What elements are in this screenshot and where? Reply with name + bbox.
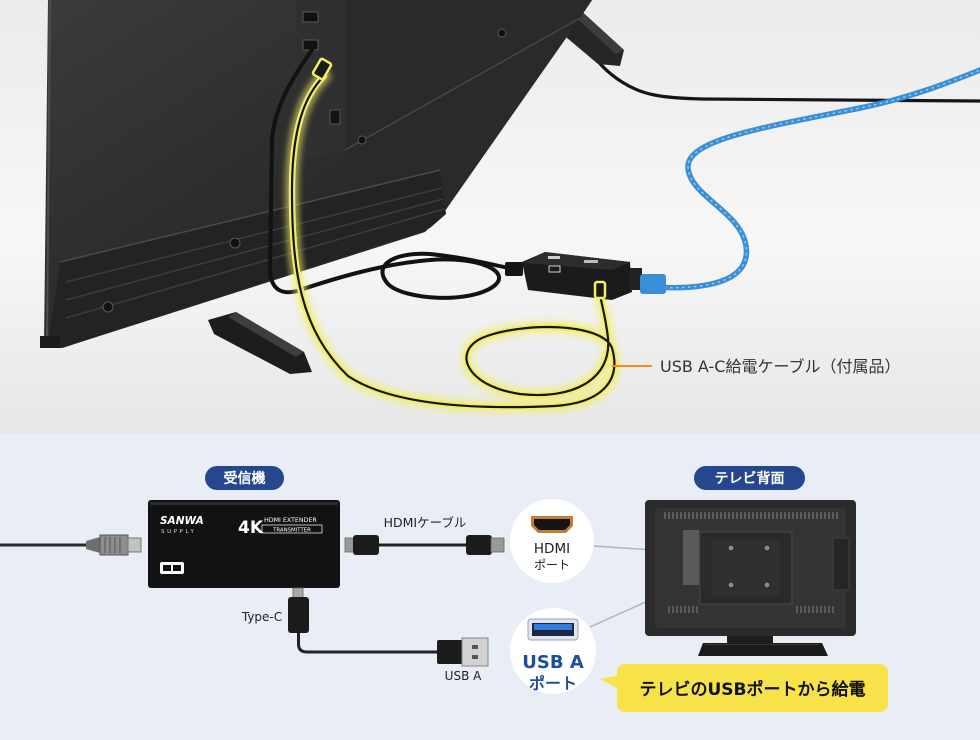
type-c-plug-body <box>288 597 309 633</box>
receiver-brand-top: SANWA <box>160 515 204 527</box>
receiver-tag <box>205 466 284 490</box>
tv-housing-edge <box>344 17 581 151</box>
tv-vesa-hole <box>763 581 771 589</box>
hdmi-port-label-1: HDMI <box>534 541 570 557</box>
tv-rear-tag <box>694 466 805 490</box>
usb-a-plug-hole <box>472 655 478 659</box>
lan-plug-photo <box>640 274 666 294</box>
hdmi-plug-photo <box>505 262 523 276</box>
hdmi-cable-label: HDMIケーブル <box>384 515 467 530</box>
tv-screw-hole <box>497 28 507 38</box>
tv-rear-housing <box>345 0 592 218</box>
receiver-indicator-icon-mark <box>173 565 181 571</box>
hdmi-plug-left-tip <box>344 537 355 553</box>
tv-bottom-shelf <box>48 170 446 348</box>
transmitter-model-mark <box>584 260 598 263</box>
usb-a-plug-photo <box>311 57 333 81</box>
rj45-connector <box>99 534 129 556</box>
tv-vesa-hole <box>727 544 735 552</box>
receiver-device: SANWA SUPPLY 4K HDMI EXTENDER TRANSMITTE… <box>148 500 340 588</box>
tv-shelf-ridge-2 <box>65 198 444 301</box>
usb-a-label: USB A <box>445 669 482 683</box>
lan-cable-photo-texture <box>651 69 980 289</box>
hdmi-plug-right-tip <box>490 537 505 553</box>
tv-vesa-hole <box>763 544 771 552</box>
usb-port-label-2: ポート <box>529 674 577 693</box>
power-callout-box <box>617 664 888 712</box>
tv-port-hdmi <box>302 11 319 23</box>
tv-screw-hole <box>229 237 241 249</box>
type-c-plug-tip <box>292 587 304 599</box>
receiver-indicator-icon-mark <box>163 565 171 571</box>
usb-power-cable <box>290 74 616 409</box>
tv-port-hdmi-2 <box>302 39 319 51</box>
receiver-product-name: HDMI EXTENDER <box>264 517 317 524</box>
receiver-brand-bottom: SUPPLY <box>161 529 196 535</box>
transmitter-indicator-mark <box>548 265 561 273</box>
type-c-label: Type-C <box>241 610 282 624</box>
usb-c-plug-photo <box>593 280 607 300</box>
power-callout-text: テレビのUSBポートから給電 <box>639 679 865 700</box>
tv-rear-side-bump <box>832 537 850 591</box>
hdmi-plug-left-body <box>353 535 379 555</box>
transmitter-photo <box>505 252 666 300</box>
hdmi-plug-right-body <box>466 535 492 555</box>
tv-rear-vent-bottom-left <box>668 606 700 613</box>
tv-rear-diagram <box>645 500 856 656</box>
tv-stand-neck <box>727 636 773 645</box>
usb-a-plug-tip <box>461 637 489 667</box>
tv-stand-foot-right-top <box>572 8 624 54</box>
usb-power-cable-line <box>297 633 438 654</box>
usb-a-port-icon-tongue <box>534 624 572 630</box>
product-photo: USB A-C給電ケーブル（付属品） <box>0 0 980 436</box>
tv-rear-tag-label: テレビ背面 <box>715 470 785 487</box>
tv-vesa-hole <box>727 581 735 589</box>
tv-shelf-top-edge <box>59 169 441 263</box>
tv-rear-vent-bottom-right <box>796 606 834 613</box>
receiver-resolution: 4K <box>238 518 264 538</box>
tv-stand-foot-left <box>208 312 312 374</box>
lan-connector-photo <box>630 268 642 290</box>
rj45-tip <box>127 537 142 553</box>
tv-port-av <box>329 109 341 125</box>
usb-cable-callout-label: USB A-C給電ケーブル（付属品） <box>660 357 901 376</box>
tv-shelf-ridge-1 <box>65 187 443 283</box>
tv-corner-foot <box>40 336 60 348</box>
tv-screw-hole <box>357 135 367 145</box>
receiver-tag-label: 受信機 <box>224 470 266 487</box>
transmitter-logo-mark <box>548 256 560 259</box>
hdmi-port-label-2: ポート <box>534 558 570 572</box>
usb-port-label-1: USB A <box>522 652 584 673</box>
tv-left-edge-highlight <box>46 0 51 346</box>
tv-shelf-ridge-3 <box>65 208 445 319</box>
power-callout-pointer <box>600 675 622 691</box>
tv-stand-base <box>698 643 828 656</box>
receiver-unit-type: TRANSMITTER <box>272 527 311 533</box>
hdmi-cable-photo <box>267 48 522 300</box>
receiver-body <box>148 500 340 588</box>
tv-screw-hole <box>102 301 114 313</box>
tv-rear-vent-top <box>662 512 838 519</box>
hdmi-port-icon-inner <box>534 519 570 530</box>
rj45-boot <box>86 537 100 553</box>
tv-stand-foot-left-top <box>228 312 304 357</box>
usb-a-plug-body <box>437 640 463 664</box>
connection-diagram: 受信機 テレビ背面 SANWA SUPPLY 4K HDMI EXTENDER … <box>0 434 980 740</box>
usb-a-plug-hole <box>472 645 478 649</box>
tv-rear-port-area <box>683 530 699 585</box>
receiver-top-sheen <box>150 502 338 505</box>
receiver-unit-type-box <box>261 524 323 534</box>
